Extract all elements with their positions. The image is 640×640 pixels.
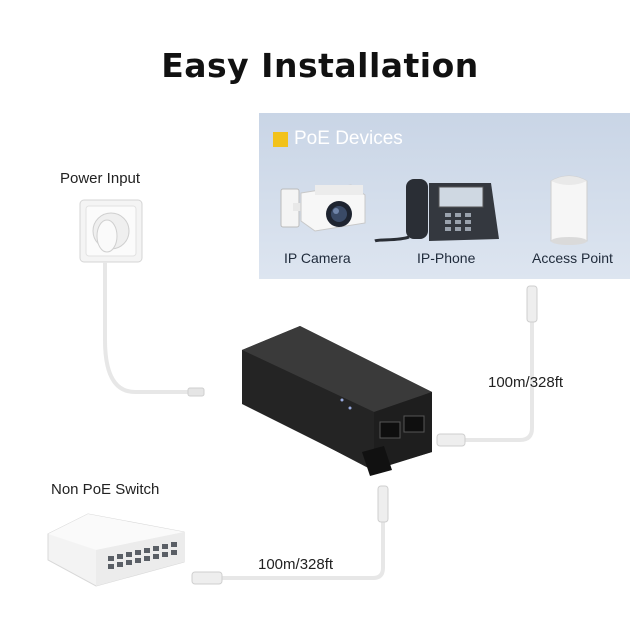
ip-phone-icon: [374, 179, 499, 243]
poe-devices-header: PoE Devices: [273, 128, 403, 150]
rj45-plug-switch-icon: [191, 571, 223, 585]
access-point-icon: [550, 175, 588, 245]
wall-outlet-icon: [79, 199, 143, 263]
poe-injector-icon: [242, 326, 432, 476]
power-input-label: Power Input: [60, 170, 141, 187]
non-poe-switch-icon: [47, 513, 185, 587]
non-poe-switch-label: Non PoE Switch: [51, 481, 160, 498]
rj45-plug-top-icon: [526, 285, 538, 323]
rj45-plug-injector-out-icon: [436, 433, 466, 447]
power-plug-icon: [187, 387, 205, 397]
cable-from-switch: [222, 520, 385, 580]
power-cable: [103, 262, 190, 394]
cable-length-switch-label: 100m/328ft: [258, 556, 334, 573]
ip-camera-label: IP Camera: [284, 250, 351, 266]
poe-devices-panel: PoE Devices: [259, 113, 630, 279]
cable-to-devices: [443, 320, 534, 442]
ip-phone-label: IP-Phone: [417, 250, 476, 266]
page-title: Easy Installation: [161, 46, 479, 85]
poe-devices-title: PoE Devices: [294, 128, 403, 149]
access-point-label: Access Point: [532, 250, 613, 266]
rj45-plug-injector-in-icon: [377, 485, 389, 523]
poe-devices-illustrations: [280, 175, 588, 245]
ip-camera-icon: [280, 184, 366, 232]
accent-square-icon: [273, 131, 288, 147]
cable-length-devices-label: 100m/328ft: [488, 374, 564, 391]
